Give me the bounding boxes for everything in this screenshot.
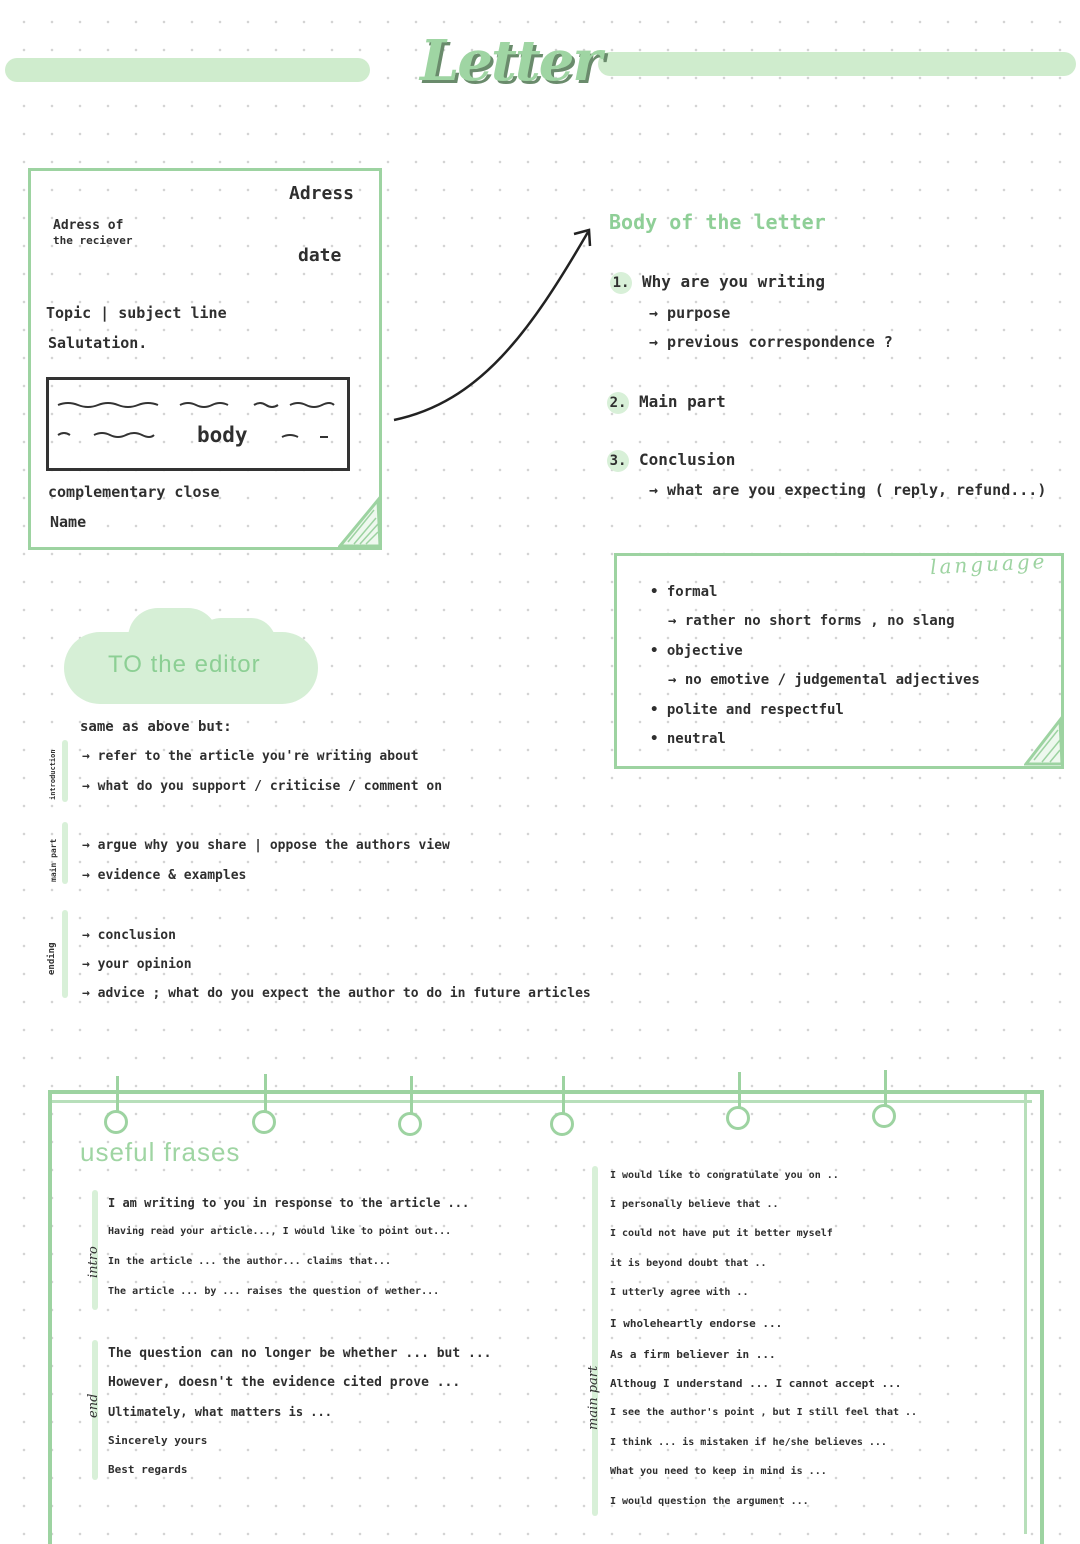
notebook-frame-line-2 <box>52 1100 1032 1103</box>
editor-evidence: → evidence & examples <box>82 868 247 883</box>
editor-refer: → refer to the article you're writing ab… <box>82 749 419 764</box>
page-title: Letter <box>420 28 602 94</box>
body-of-letter-heading: Body of the letter <box>609 210 826 234</box>
letter-close: complementary close <box>48 483 220 501</box>
editor-side-introduction: introduction <box>49 749 57 800</box>
letter-adress: Adress <box>289 183 355 204</box>
letter-receiver-adress-1: Adress of <box>53 218 124 233</box>
body-sub-correspondence: → previous correspondence ? <box>649 333 893 351</box>
ring-stem-4 <box>562 1076 565 1116</box>
page-curl-icon-2 <box>1024 715 1064 766</box>
language-objective: • objective <box>650 643 743 659</box>
editor-argue: → argue why you share | oppose the autho… <box>82 838 450 853</box>
useful-left-a-1: I am writing to you in response to the a… <box>108 1196 470 1210</box>
letter-body-box <box>46 377 350 471</box>
ring-stem-5 <box>738 1072 741 1112</box>
editor-ending-bar <box>62 910 68 998</box>
header-bar-right <box>598 52 1076 76</box>
language-no-emotive: → no emotive / judgemental adjectives <box>668 672 980 688</box>
useful-right-4: it is beyond doubt that .. <box>610 1258 767 1269</box>
editor-cloud-bump-2 <box>196 618 276 668</box>
editor-opinion: → your opinion <box>82 957 192 972</box>
editor-support: → what do you support / criticise / comm… <box>82 779 443 794</box>
useful-left-a-4: The article ... by ... raises the questi… <box>108 1286 440 1297</box>
useful-right-5: I utterly agree with .. <box>610 1287 749 1298</box>
useful-right-12: I would question the argument ... <box>610 1496 809 1507</box>
header-bar-left <box>5 58 370 82</box>
ring-icon-5 <box>726 1106 750 1130</box>
notebook-frame <box>48 1090 1044 1544</box>
letter-layout-box <box>28 168 382 550</box>
body-sub-expecting: → what are you expecting ( reply, refund… <box>649 481 1047 499</box>
ring-icon-1 <box>104 1110 128 1134</box>
editor-conclusion: → conclusion <box>82 928 176 943</box>
useful-heading: useful frases <box>80 1137 241 1167</box>
editor-heading: TO the editor <box>108 651 261 678</box>
editor-advice: → advice ; what do you expect the author… <box>82 986 591 1001</box>
letter-salutation: Salutation. <box>48 334 148 352</box>
useful-right-1: I would like to congratulate you on .. <box>610 1170 839 1181</box>
useful-intro-bar <box>92 1190 98 1310</box>
body-item-3: 3.Conclusion <box>607 450 735 472</box>
body-sub-purpose: → purpose <box>649 304 731 322</box>
editor-main-bar <box>62 822 68 884</box>
language-box <box>614 553 1064 769</box>
useful-right-6: I wholeheartly endorse ... <box>610 1317 783 1330</box>
ring-stem-3 <box>410 1076 413 1116</box>
letter-date: date <box>298 245 342 266</box>
ring-icon-4 <box>550 1112 574 1136</box>
useful-right-7: As a firm believer in ... <box>610 1348 776 1361</box>
letter-body: body <box>197 423 248 447</box>
notebook-edge <box>1024 1094 1037 1534</box>
page-curl-icon <box>338 496 382 548</box>
language-polite: • polite and respectful <box>650 702 844 718</box>
ring-stem-6 <box>884 1070 887 1110</box>
ring-icon-3 <box>398 1112 422 1136</box>
useful-side-main: main part <box>586 1365 601 1430</box>
useful-left-a-2: Having read your article..., I would lik… <box>108 1226 452 1237</box>
useful-right-11: What you need to keep in mind is ... <box>610 1466 827 1477</box>
editor-intro-bar <box>62 740 68 802</box>
ring-stem-1 <box>116 1076 119 1116</box>
useful-left-a-3: In the article ... the author... claims … <box>108 1256 391 1267</box>
letter-topic: Topic | subject line <box>46 304 227 322</box>
useful-left-b-2: However, doesn't the evidence cited prov… <box>108 1375 461 1390</box>
curved-arrow-icon <box>393 228 592 422</box>
scribble-lines <box>57 402 335 438</box>
useful-end-bar <box>92 1340 98 1480</box>
useful-right-9: I see the author's point , but I still f… <box>610 1407 918 1418</box>
ring-icon-6 <box>872 1104 896 1128</box>
useful-right-10: I think ... is mistaken if he/she believ… <box>610 1437 887 1448</box>
ring-stem-2 <box>264 1074 267 1114</box>
letter-receiver-adress-2: the reciever <box>53 234 133 247</box>
useful-left-b-3: Ultimately, what matters is ... <box>108 1405 332 1419</box>
useful-main-bar <box>592 1166 598 1516</box>
useful-left-b-1: The question can no longer be whether ..… <box>108 1346 492 1361</box>
body-item-1: 1.Why are you writing <box>610 272 825 294</box>
ring-icon-2 <box>252 1110 276 1134</box>
letter-name: Name <box>50 513 87 531</box>
body-item-2: 2.Main part <box>607 392 726 414</box>
useful-right-2: I personally believe that .. <box>610 1199 779 1210</box>
language-neutral: • neutral <box>650 731 726 747</box>
editor-side-main-part: main part <box>49 838 58 882</box>
editor-side-ending: ending <box>47 942 57 975</box>
language-formal: • formal <box>650 584 718 600</box>
useful-side-end: end <box>86 1393 101 1418</box>
language-no-short-forms: → rather no short forms , no slang <box>668 613 955 629</box>
useful-left-b-5: Best regards <box>108 1463 188 1476</box>
useful-side-intro: intro <box>86 1246 101 1278</box>
useful-right-3: I could not have put it better myself <box>610 1228 833 1239</box>
useful-left-b-4: Sincerely yours <box>108 1434 208 1447</box>
editor-intro: same as above but: <box>80 719 232 735</box>
useful-right-8: Althoug I understand ... I cannot accept… <box>610 1377 902 1390</box>
